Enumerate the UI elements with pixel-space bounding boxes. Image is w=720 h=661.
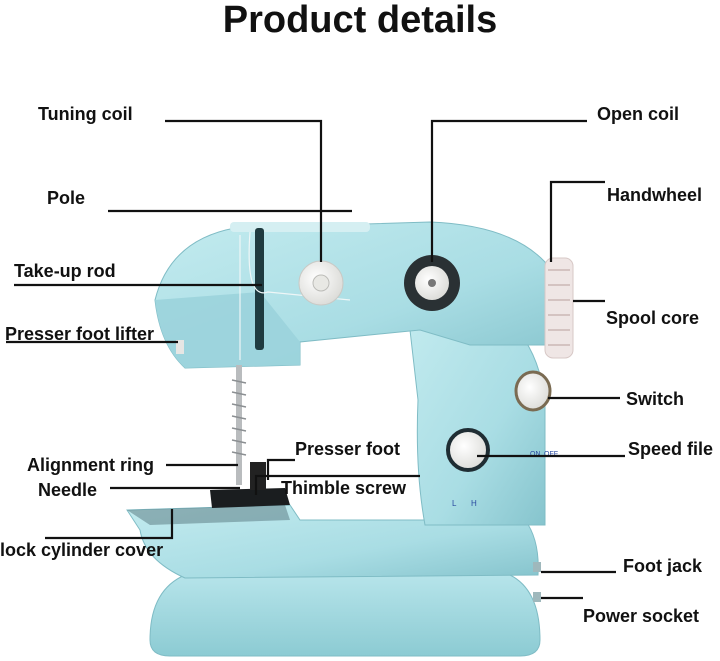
leader-handwheel: [549, 180, 605, 262]
leader-presser-foot: [266, 458, 295, 480]
label-presser-foot-lifter: Presser foot lifter: [5, 324, 154, 344]
machine-base: [149, 574, 541, 657]
top-cover: [230, 222, 370, 232]
label-power-socket: Power socket: [583, 606, 699, 626]
presser-foot-part: [210, 488, 290, 508]
label-switch: Switch: [626, 389, 684, 409]
needle-bar: [236, 365, 242, 485]
take-up-bar: [255, 228, 264, 350]
label-pole: Pole: [47, 188, 85, 208]
label-foot-jack: Foot jack: [623, 556, 703, 576]
low-marking: L: [452, 499, 457, 508]
label-tuning-coil: Tuning coil: [38, 104, 133, 124]
handwheel-part: [544, 257, 574, 359]
label-spool-core: Spool core: [606, 308, 699, 328]
label-open-coil: Open coil: [597, 104, 679, 124]
speed-file-part: [446, 428, 490, 472]
on-marking: ON: [530, 451, 541, 458]
high-marking: H: [471, 499, 477, 508]
label-take-up-rod: Take-up rod: [14, 261, 116, 281]
page-title: Product details: [222, 0, 498, 41]
leader-lines: [6, 119, 625, 600]
label-needle: Needle: [38, 480, 97, 500]
leader-lock-cylinder-cover: [45, 509, 174, 540]
leader-thimble-screw: [254, 474, 420, 495]
switch-part: [514, 370, 552, 412]
needle-plate: [127, 505, 290, 525]
leader-tuning-coil: [165, 119, 323, 262]
machine-illustration: ON OFF L H: [126, 221, 574, 657]
label-handwheel: Handwheel: [607, 185, 702, 205]
off-marking: OFF: [544, 451, 558, 458]
labels: Tuning coil Open coil Pole Handwheel Tak…: [0, 104, 713, 626]
label-lock-cylinder-cover: lock cylinder cover: [0, 540, 163, 560]
label-thimble-screw: Thimble screw: [281, 478, 407, 498]
label-presser-foot: Presser foot: [295, 439, 400, 459]
label-alignment-ring: Alignment ring: [27, 455, 154, 475]
leader-open-coil: [430, 119, 587, 262]
label-speed-file: Speed file: [628, 439, 713, 459]
